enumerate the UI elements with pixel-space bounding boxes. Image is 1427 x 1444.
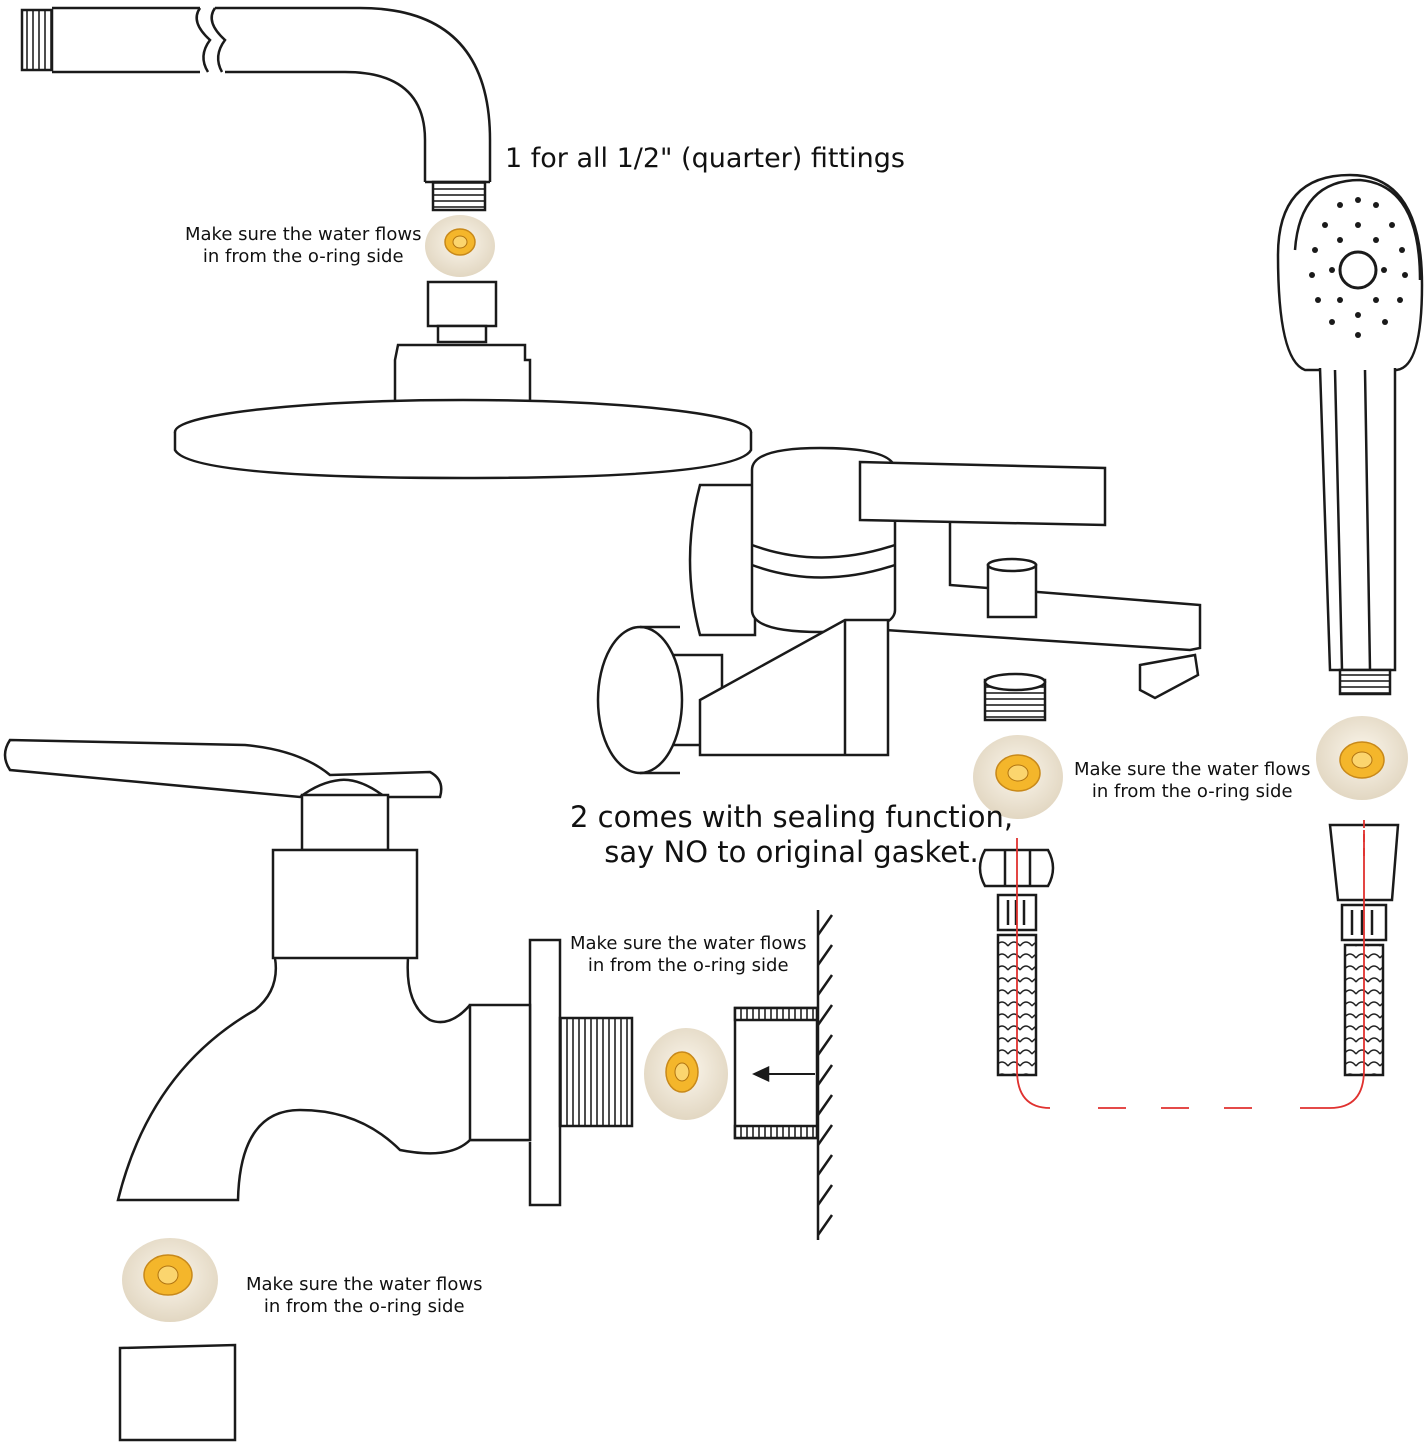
flow-note-line1: Make sure the water flows <box>246 1274 483 1295</box>
flow-note-line1: Make sure the water flows <box>185 224 422 245</box>
flow-note-line2: in from the o-ring side <box>202 245 404 267</box>
flow-note-tap: Make sure the water flows in from the o-… <box>570 933 806 976</box>
hose-guide-lines <box>1016 820 1365 1109</box>
sealing-label: 2 comes with sealing function, say NO to… <box>570 800 1013 870</box>
flow-note-line2: in from the o-ring side <box>263 1295 465 1317</box>
shower-arm <box>20 6 492 212</box>
fit-all-label: 1 for all 1/2" (quarter) fittings <box>505 143 905 174</box>
tap <box>3 738 634 1207</box>
fitting-cup <box>118 1343 237 1442</box>
flow-note-line2: in from the o-ring side <box>1091 780 1293 802</box>
mixer-valve <box>596 446 1202 775</box>
washer-bottom <box>122 1238 218 1322</box>
hand-shower-nozzles <box>1309 197 1408 338</box>
flow-note-bottom: Make sure the water flows in from the o-… <box>246 1274 482 1317</box>
wall-socket <box>733 910 834 1240</box>
washer-mixer <box>973 735 1063 819</box>
flow-note-hand-shower: Make sure the water flows in from the o-… <box>1074 759 1310 802</box>
flow-note-line2: in from the o-ring side <box>587 954 789 976</box>
flow-note-line1: Make sure the water flows <box>1074 759 1311 780</box>
washer-tap <box>644 1028 728 1120</box>
flow-note-line1: Make sure the water flows <box>570 933 807 954</box>
hose <box>978 823 1400 1077</box>
washer-hand-shower <box>1316 716 1408 800</box>
sealing-line1: 2 comes with sealing function, <box>570 800 1014 834</box>
rain-shower-head <box>173 280 753 480</box>
washer-top <box>425 215 495 277</box>
sealing-line2: say NO to original gasket. <box>604 834 979 869</box>
flow-note-top: Make sure the water flows in from the o-… <box>185 224 421 267</box>
